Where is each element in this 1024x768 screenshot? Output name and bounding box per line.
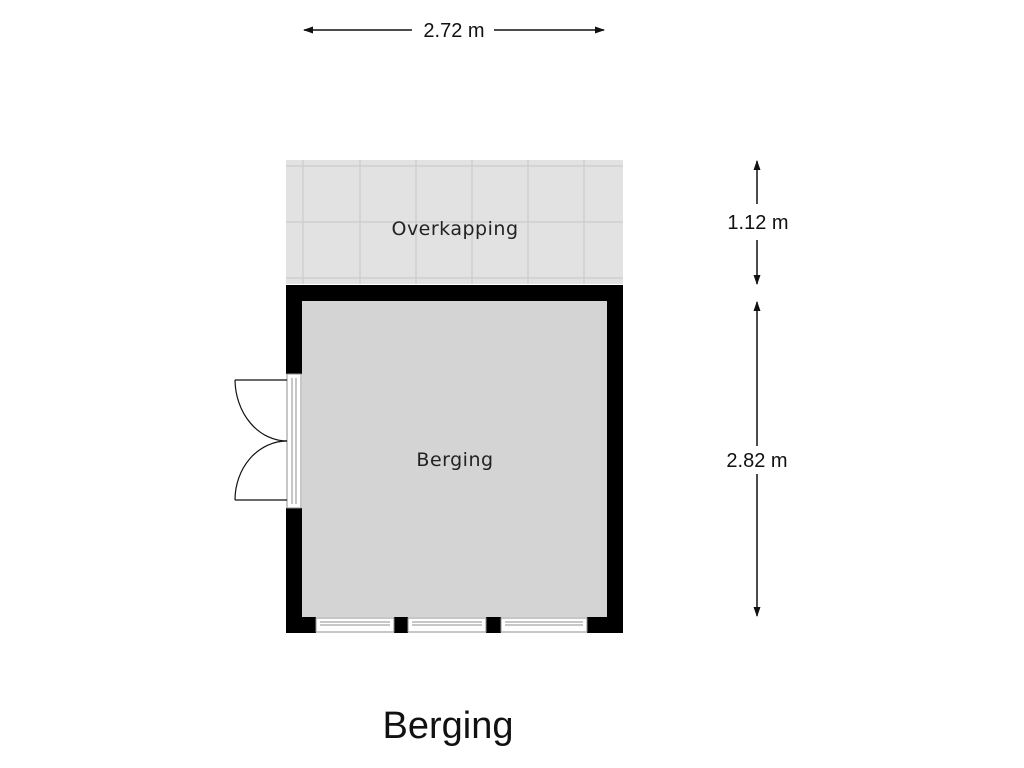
double-door bbox=[234, 373, 302, 509]
wall-left-upper bbox=[286, 285, 302, 374]
window bbox=[500, 617, 588, 633]
plan-title: Berging bbox=[383, 705, 514, 747]
covered-area: Overkapping bbox=[286, 160, 623, 284]
covered-depth-label: 1.12 m bbox=[727, 212, 788, 234]
width-dimension-label: 2.72 m bbox=[423, 20, 484, 42]
wall-bottom-pier bbox=[394, 617, 408, 633]
storage-depth-dimension: 2.82 m bbox=[726, 301, 788, 617]
wall-bottom-pier bbox=[286, 617, 316, 633]
storage-room: Berging bbox=[234, 285, 623, 633]
covered-depth-dimension: 1.12 m bbox=[727, 160, 789, 285]
wall-bottom-pier bbox=[486, 617, 501, 633]
width-dimension: 2.72 m bbox=[303, 20, 605, 42]
storage-room-label: Berging bbox=[416, 449, 493, 471]
wall-right bbox=[607, 285, 623, 633]
window bbox=[315, 617, 395, 633]
window bbox=[407, 617, 487, 633]
storage-depth-label: 2.82 m bbox=[726, 450, 787, 472]
wall-left-lower bbox=[286, 508, 302, 633]
wall-top bbox=[286, 285, 623, 301]
covered-area-label: Overkapping bbox=[391, 218, 518, 240]
wall-bottom-pier bbox=[587, 617, 623, 633]
